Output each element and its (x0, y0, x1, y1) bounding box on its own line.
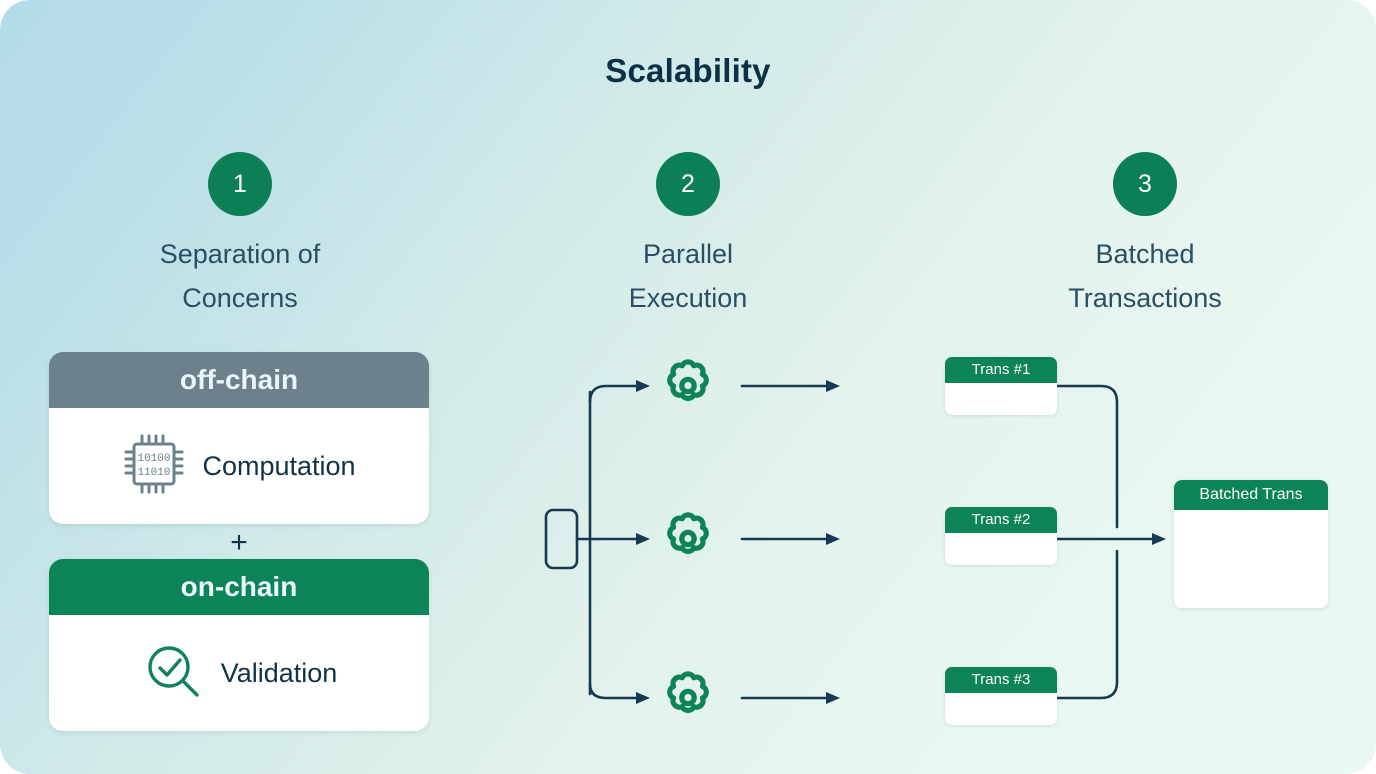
step-column-3: 3 Batched Transactions (985, 152, 1305, 320)
trans-card-body (945, 533, 1057, 565)
trans-card[interactable]: Trans #1 (945, 357, 1057, 415)
off-chain-header: off-chain (49, 352, 429, 408)
trans-card-body (945, 693, 1057, 725)
off-chain-card[interactable]: off-chain (49, 352, 429, 524)
chip-line-2: 11010 (138, 467, 171, 479)
trans-card[interactable]: Trans #3 (945, 667, 1057, 725)
gear-icon (657, 510, 719, 577)
gear-icon (657, 357, 719, 424)
on-chain-body: Validation (49, 615, 429, 731)
off-chain-body: 10100 11010 Computation (49, 408, 429, 524)
input-node (544, 508, 579, 570)
batched-trans-label: Batched Trans (1174, 480, 1328, 510)
step-column-2: 2 Parallel Execution (528, 152, 848, 320)
batched-trans-body (1174, 510, 1328, 608)
chip-line-1: 10100 (138, 453, 171, 465)
step-label-3: Batched Transactions (1068, 239, 1222, 313)
step-badge-2: 2 (656, 152, 720, 216)
batched-trans-card[interactable]: Batched Trans (1174, 480, 1328, 608)
chip-icon: 10100 11010 (122, 432, 186, 501)
arrowheads (1152, 533, 1166, 545)
magnifier-check-icon (141, 639, 205, 708)
trans-card-label: Trans #1 (945, 357, 1057, 383)
on-chain-header: on-chain (49, 559, 429, 615)
step-badge-1: 1 (208, 152, 272, 216)
trans-card-label: Trans #3 (945, 667, 1057, 693)
page-title: Scalability (605, 52, 771, 89)
plus-sign: + (230, 526, 248, 559)
step-badge-3: 3 (1113, 152, 1177, 216)
gear-icon (657, 669, 719, 736)
on-chain-label: Validation (220, 657, 338, 688)
off-chain-label: Computation (202, 450, 356, 481)
trans-card-body (945, 383, 1057, 415)
step-label-2: Parallel Execution (628, 239, 748, 313)
trans-card-label: Trans #2 (945, 507, 1057, 533)
trans-card[interactable]: Trans #2 (945, 507, 1057, 565)
on-chain-card[interactable]: on-chain Validation (49, 559, 429, 731)
step-column-1: 1 Separation of Concerns (80, 152, 400, 320)
step-label-1: Separation of Concerns (159, 239, 321, 313)
